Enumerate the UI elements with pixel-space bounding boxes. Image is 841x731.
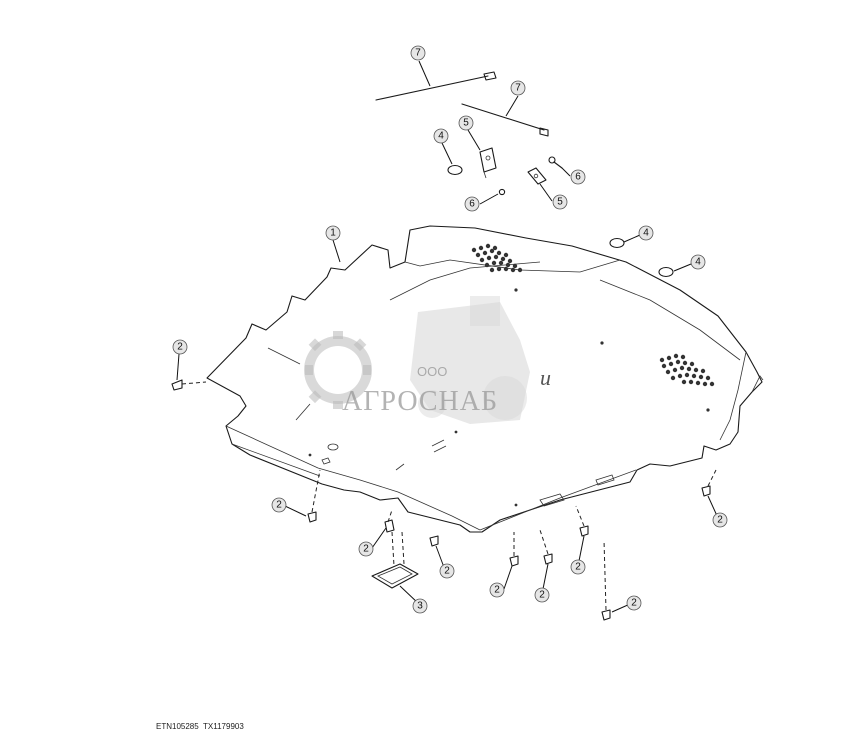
screw-part: [548, 156, 563, 169]
screw-part: [498, 188, 506, 196]
svg-text:2: 2: [444, 566, 450, 577]
figure-ref: TX1179903: [203, 722, 244, 731]
svg-text:2: 2: [276, 500, 282, 511]
vent-grille: [659, 353, 715, 387]
watermark-logo: ООО АГРОСНАБ u: [304, 296, 551, 424]
svg-text:5: 5: [463, 118, 469, 129]
fastener-part: [701, 485, 711, 497]
svg-text:2: 2: [631, 598, 637, 609]
callout-5: 5: [458, 115, 474, 131]
callout-2: 2: [489, 582, 505, 598]
panel-features: [308, 288, 764, 507]
svg-text:2: 2: [363, 544, 369, 555]
callout-5: 5: [552, 194, 568, 210]
combine-harvester-icon: [410, 296, 530, 424]
callout-2: 2: [358, 541, 374, 557]
gear-icon: [304, 331, 372, 409]
plug-part: [658, 266, 674, 278]
callout-6: 6: [464, 196, 480, 212]
callout-2: 2: [626, 595, 642, 611]
svg-text:7: 7: [515, 83, 521, 94]
assembly-lines: [181, 381, 717, 611]
callout-4: 4: [638, 225, 654, 241]
fastener-part: [543, 553, 553, 565]
callout-4: 4: [690, 254, 706, 270]
fastener-part: [429, 535, 439, 547]
fastener-part: [171, 379, 183, 391]
fastener-part: [307, 511, 317, 523]
svg-text:2: 2: [575, 562, 581, 573]
fastener-part: [601, 609, 611, 621]
svg-text:2: 2: [177, 342, 183, 353]
figure-id: ETN105285: [156, 722, 199, 731]
callout-2: 2: [712, 512, 728, 528]
bracket-part: [479, 147, 497, 179]
svg-text:2: 2: [494, 585, 500, 596]
svg-text:1: 1: [330, 228, 336, 239]
svg-text:3: 3: [417, 601, 423, 612]
svg-text:6: 6: [575, 172, 581, 183]
svg-text:4: 4: [695, 257, 701, 268]
watermark-prefix: ООО: [417, 364, 447, 379]
callout-3: 3: [412, 598, 428, 614]
svg-text:7: 7: [415, 48, 421, 59]
cover-plate-part: [371, 563, 419, 589]
callout-7: 7: [410, 45, 426, 61]
watermark-suffix: u: [540, 365, 551, 390]
callout-2: 2: [570, 559, 586, 575]
svg-text:2: 2: [717, 515, 723, 526]
leader-lines: [176, 60, 719, 613]
callout-2: 2: [271, 497, 287, 513]
fastener-part: [509, 555, 519, 567]
bracket-part: [527, 167, 547, 185]
watermark-company: АГРОСНАБ: [342, 386, 498, 417]
strap-part: [461, 103, 549, 137]
svg-text:4: 4: [643, 228, 649, 239]
fastener-part: [384, 519, 395, 533]
fastener-part: [579, 525, 589, 537]
vent-grille: [471, 243, 523, 273]
figure-footer: ETN105285 TX1179903: [156, 722, 244, 731]
callout-7: 7: [510, 80, 526, 96]
svg-text:2: 2: [539, 590, 545, 601]
callout-1: 1: [325, 225, 341, 241]
callout-2: 2: [534, 587, 550, 603]
plug-part: [609, 237, 625, 249]
callout-2: 2: [439, 563, 455, 579]
callout-2: 2: [172, 339, 188, 355]
svg-text:6: 6: [469, 199, 475, 210]
svg-text:5: 5: [557, 197, 563, 208]
plug-part: [447, 164, 463, 176]
callout-4: 4: [433, 128, 449, 144]
strap-part: [375, 71, 497, 101]
svg-text:4: 4: [438, 131, 444, 142]
callout-6: 6: [570, 169, 586, 185]
headliner-panel: [206, 225, 764, 533]
